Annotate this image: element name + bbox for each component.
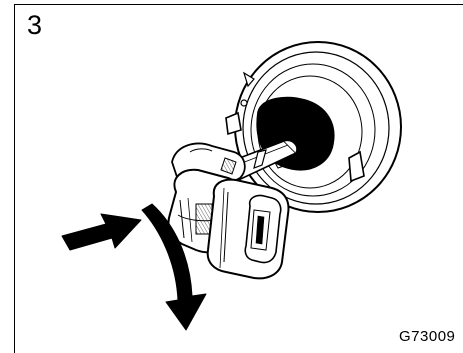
figure-code: G73009 [399,328,455,345]
connector-plug [208,180,289,279]
push-arrow [62,214,141,250]
